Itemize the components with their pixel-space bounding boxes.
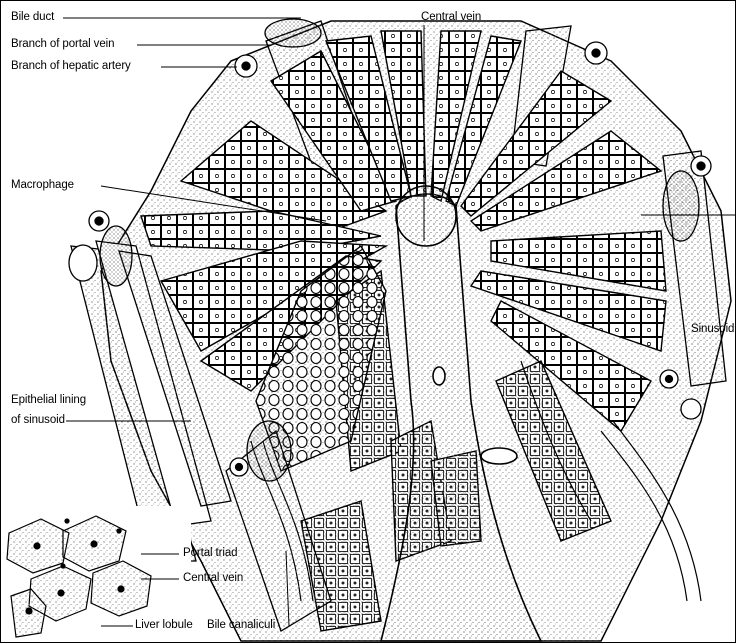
label-epithelial-lining: Epithelial lining [11, 394, 86, 407]
label-central-vein-top: Central vein [421, 11, 481, 24]
label-bile-duct: Bile duct [11, 11, 54, 24]
label-branch-portal-vein: Branch of portal vein [11, 38, 114, 51]
label-of-sinusoid: of sinusoid [11, 414, 65, 427]
label-liver-lobule: Liver lobule [135, 619, 193, 632]
label-central-vein-inset: Central vein [183, 572, 243, 585]
label-bile-canaliculi: Bile canaliculi [207, 619, 275, 632]
label-macrophage: Macrophage [11, 179, 74, 192]
label-branch-hepatic-artery: Branch of hepatic artery [11, 60, 131, 73]
label-sinusoid: Sinusoid [691, 323, 734, 336]
label-portal-triad: Portal triad [183, 547, 237, 560]
